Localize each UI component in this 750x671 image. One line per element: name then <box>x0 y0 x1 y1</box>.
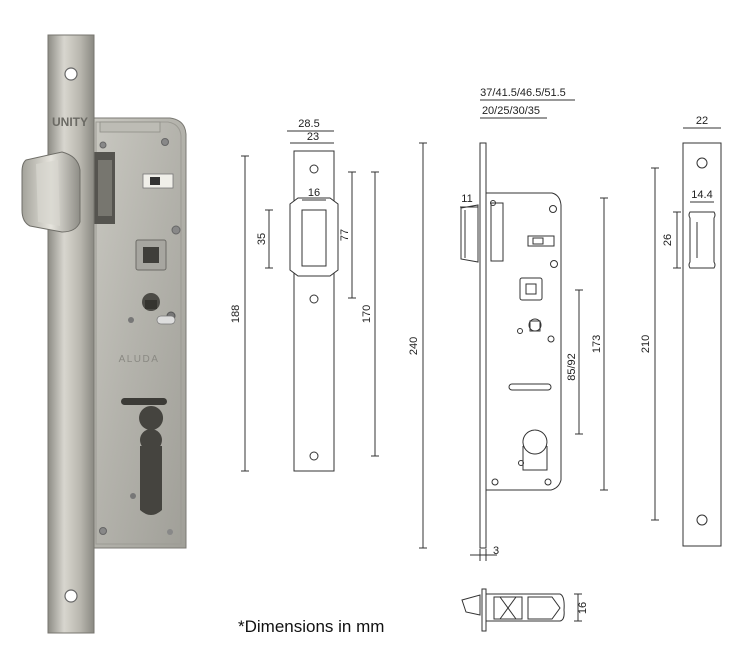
dim-strike-width-inner: 23 <box>307 131 319 143</box>
lock-top-view-drawing <box>461 588 582 632</box>
case-slot-mid <box>121 398 167 405</box>
lock-body-outline <box>486 192 562 491</box>
strike-plate-outline <box>293 150 335 472</box>
dim-latch-projection: 11 <box>461 193 472 205</box>
lock-case-body <box>92 117 187 549</box>
dim-lock-center-distance: 85/92 <box>566 353 578 381</box>
photo-faceplate <box>47 34 95 634</box>
dim-strike-slot-width: 16 <box>308 187 320 199</box>
dim-lock-body-height: 173 <box>591 335 603 353</box>
faceplate-slot <box>688 211 716 269</box>
dim-strike-width-outer: 28.5 <box>298 118 319 130</box>
dim-faceplate-slot-height: 26 <box>662 234 674 246</box>
dim-lock-backset-case: 20/25/30/35 <box>482 105 540 117</box>
units-caption: *Dimensions in mm <box>238 617 385 636</box>
dim-faceplate-height: 210 <box>640 335 652 353</box>
dim-strike-height: 188 <box>230 305 242 323</box>
dim-lock-overall-height: 240 <box>408 337 420 355</box>
dim-strike-hole-span: 170 <box>361 305 373 323</box>
strike-plate-drawing <box>241 130 379 472</box>
dim-strike-slot-height: 35 <box>256 233 268 245</box>
dim-faceplate-width: 22 <box>696 115 708 127</box>
lock-photo: ALUDA UNITY <box>21 34 187 634</box>
dim-faceplate-slot-width: 14.4 <box>691 189 712 201</box>
faceplate-outline <box>682 142 722 547</box>
faceplate-drawing <box>651 127 722 547</box>
dim-strike-hole-offset: 77 <box>339 229 351 241</box>
brand-logo: UNITY <box>52 115 88 129</box>
case-marking: ALUDA <box>119 354 160 365</box>
lock-latch <box>460 204 479 263</box>
dim-faceplate-thickness: 3 <box>493 545 499 557</box>
strike-slot <box>301 209 327 267</box>
dim-lock-backsets: 37/41.5/46.5/51.5 <box>480 87 566 99</box>
lock-faceplate-edge <box>479 142 487 549</box>
dim-lock-depth: 16 <box>577 602 589 614</box>
lock-body-drawing <box>419 99 608 561</box>
